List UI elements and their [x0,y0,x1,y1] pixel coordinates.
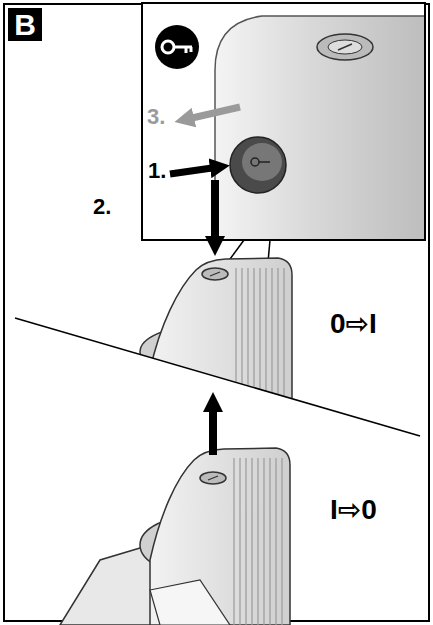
lock-button-face [242,143,282,181]
device-upper [140,258,292,430]
step-number: 3. [147,106,165,128]
panel-letter: B [14,10,36,40]
key-symbol-blade [174,47,192,53]
inset-housing [215,16,424,239]
panel-letter-box: B [8,8,42,41]
detail-inset [142,3,425,240]
lock-key-glyph [259,161,270,163]
housing [150,258,292,430]
lock-button [202,268,228,280]
pull-arrow [192,107,240,118]
device-lower [60,448,290,625]
key-symbol [155,25,199,69]
lock-key-glyph [251,158,259,166]
housing-top [215,16,424,239]
press-arrow [170,168,212,174]
step-number: 2. [93,196,111,218]
step-number: 1. [148,160,166,182]
release-arrow [209,410,217,455]
top-switch [317,34,373,60]
press-arrow [211,180,219,238]
switch-state: 0⇨I [330,310,377,338]
housing [150,448,290,625]
ribbing [236,268,284,430]
top-switch-mark [338,44,352,50]
lock-button [200,472,226,484]
key-symbol-bow [162,41,174,53]
ribbing [234,458,282,625]
switch-state: I⇨0 [330,496,377,524]
blade-guard [150,580,230,625]
lock-button-mark [208,476,218,480]
lock-button [230,137,286,193]
top-switch-cap [328,40,362,54]
lock-button-mark [210,272,220,276]
